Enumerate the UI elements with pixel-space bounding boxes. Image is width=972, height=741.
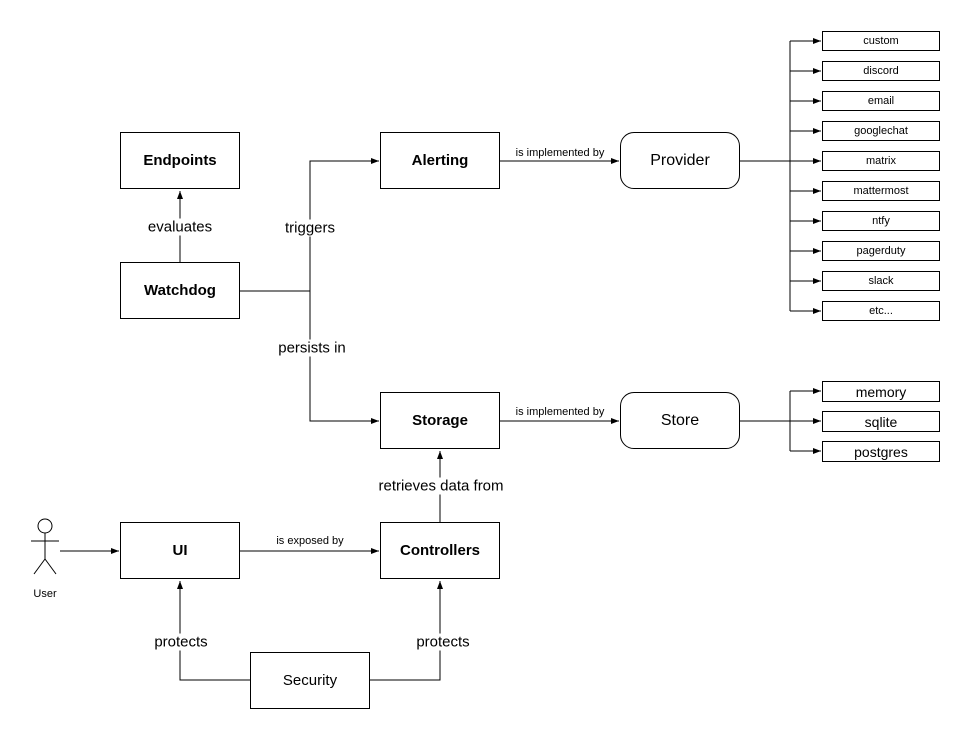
edge-label-evaluates: evaluates <box>144 218 216 236</box>
provider-item-mattermost: mattermost <box>822 181 940 201</box>
edge-label-is-exposed-by: is exposed by <box>275 535 345 547</box>
edge-label-protects-controllers: protects <box>413 633 473 651</box>
provider-item-slack: slack <box>822 271 940 291</box>
provider-item-discord: discord <box>822 61 940 81</box>
provider-item-ntfy: ntfy <box>822 211 940 231</box>
edge-label-triggers: triggers <box>281 219 339 237</box>
node-provider: Provider <box>620 132 740 189</box>
user-actor-icon <box>31 518 59 575</box>
provider-item-matrix: matrix <box>822 151 940 171</box>
edge-label-retrieves-data-from: retrieves data from <box>375 477 507 495</box>
node-watchdog: Watchdog <box>120 262 240 319</box>
store-item-sqlite: sqlite <box>822 411 940 432</box>
edge-security-ui <box>177 581 250 681</box>
node-security: Security <box>250 652 370 709</box>
edge-label-alerting-implemented-by: is implemented by <box>514 147 606 159</box>
edge-store-fanout <box>740 388 821 454</box>
user-actor-label: User <box>33 588 57 600</box>
provider-item-etc: etc... <box>822 301 940 321</box>
store-item-postgres: postgres <box>822 441 940 462</box>
edge-security-controllers <box>370 581 443 681</box>
node-endpoints: Endpoints <box>120 132 240 189</box>
edge-label-persists-in: persists in <box>275 339 349 357</box>
provider-item-pagerduty: pagerduty <box>822 241 940 261</box>
edge-provider-fanout <box>740 38 821 314</box>
provider-item-custom: custom <box>822 31 940 51</box>
node-controllers: Controllers <box>380 522 500 579</box>
provider-item-googlechat: googlechat <box>822 121 940 141</box>
edge-watchdog-storage <box>309 291 379 424</box>
store-item-memory: memory <box>822 381 940 402</box>
node-ui: UI <box>120 522 240 579</box>
edge-label-storage-implemented-by: is implemented by <box>514 406 606 418</box>
edge-label-protects-ui: protects <box>151 633 211 651</box>
node-store: Store <box>620 392 740 449</box>
node-alerting: Alerting <box>380 132 500 189</box>
node-storage: Storage <box>380 392 500 449</box>
provider-item-email: email <box>822 91 940 111</box>
